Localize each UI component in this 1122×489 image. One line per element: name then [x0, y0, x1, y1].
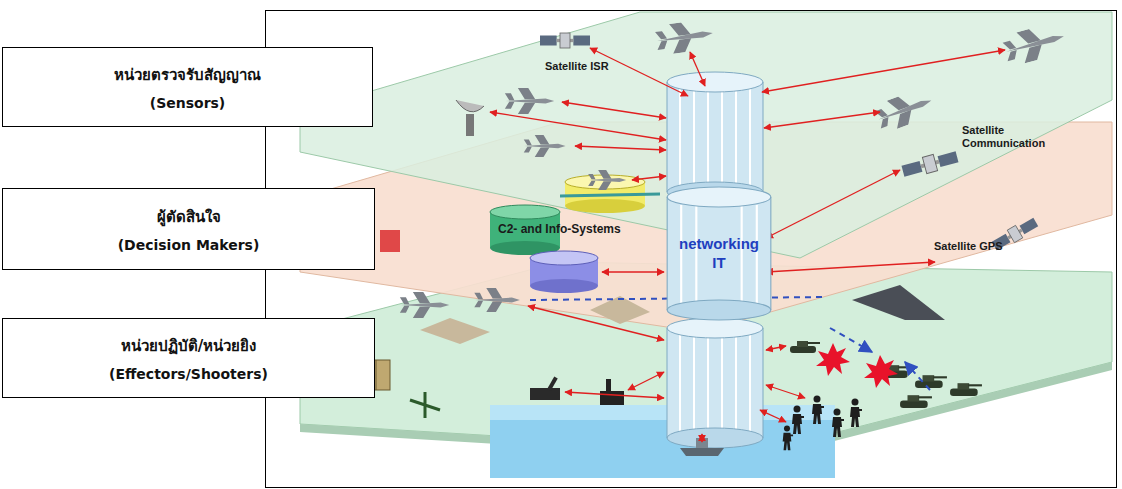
node-subtitle: (Effectors/Shooters) [109, 366, 268, 382]
node-title: networking IT [677, 235, 761, 273]
network-cylinder: networking IT [665, 185, 773, 322]
satellite-label: Satellite GPS [934, 240, 1002, 253]
node-subtitle: (Sensors) [150, 95, 226, 111]
satellite-label: Satellite Communication [962, 124, 1044, 150]
node-title: ผู้ตัดสินใจ [157, 205, 221, 229]
satellite-label: Satellite ISR [545, 60, 609, 73]
node-subtitle: (Decision Makers) [118, 237, 260, 253]
node-title: หน่วยตรวจรับสัญญาณ [114, 63, 261, 87]
node-title: หน่วยปฏิบัติ/หน่วยยิง [121, 334, 256, 358]
layer-label-box: หน่วยตรวจรับสัญญาณ (Sensors) [2, 47, 373, 127]
layer-label-box: ผู้ตัดสินใจ (Decision Makers) [2, 188, 375, 270]
system-label: C2- and Info-Systems [498, 222, 621, 236]
layer-label-box: หน่วยปฏิบัติ/หน่วยยิง (Effectors/Shooters… [2, 318, 375, 398]
